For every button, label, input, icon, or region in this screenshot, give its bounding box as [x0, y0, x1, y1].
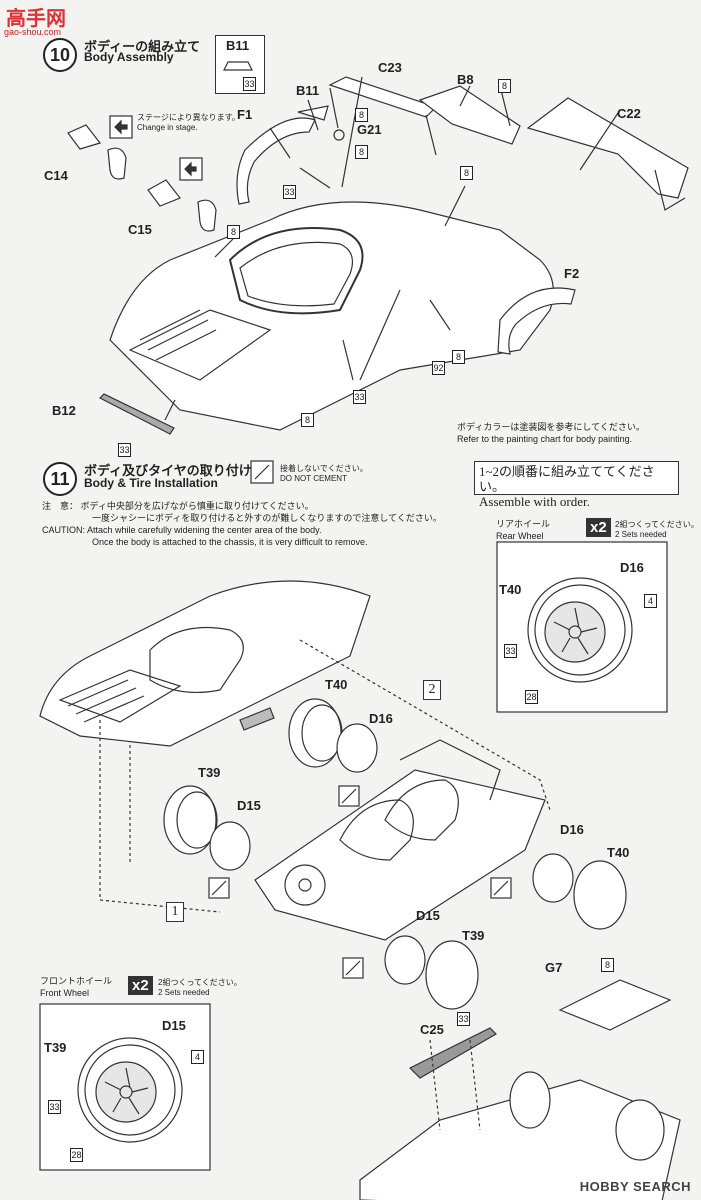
rear-wheel-title: リアホイール Rear Wheel — [496, 518, 550, 542]
part-label-c15: C15 — [128, 222, 152, 237]
caution-en-label: CAUTION: — [42, 525, 86, 535]
part-label-c22: C22 — [617, 106, 641, 121]
rear-x2-badge: x2 — [586, 518, 611, 537]
label-g7: G7 — [545, 960, 563, 975]
rear-num-4: 4 — [644, 594, 657, 608]
no-cement-note: 接着しないでください。 DO NOT CEMENT — [280, 464, 368, 484]
part-num-8: 8 — [301, 413, 314, 427]
part-num-8: 8 — [355, 108, 368, 122]
logo-text: 高手网 — [6, 8, 66, 30]
rear-wheel-en: Rear Wheel — [496, 531, 544, 541]
label-d15-left: D15 — [237, 798, 261, 813]
part-num-33: 33 — [243, 77, 256, 91]
order-note-en: Assemble with order. — [479, 494, 590, 509]
step-11-title-en: Body & Tire Installation — [84, 476, 218, 490]
rear-sets-jp: 2組つくってください。 — [615, 520, 699, 529]
rear-num-33: 33 — [504, 644, 517, 658]
b11-label: B11 — [226, 38, 250, 53]
part-label-g21: G21 — [357, 122, 382, 137]
step-10-title-jp: ボディーの組み立て — [84, 39, 201, 54]
part-label-b11-b: B11 — [296, 83, 320, 98]
front-num-28: 28 — [70, 1148, 83, 1162]
label-t40-right: T40 — [607, 845, 630, 860]
part-label-f2: F2 — [564, 266, 580, 281]
stage-note-en: Change in stage. — [137, 123, 198, 132]
step-10-title-en: Body Assembly — [84, 50, 174, 64]
step-11-badge: 11 — [43, 462, 77, 496]
part-num-8: 8 — [355, 145, 368, 159]
no-cement-en: DO NOT CEMENT — [280, 474, 347, 483]
front-wheel-en: Front Wheel — [40, 988, 90, 998]
part-num-8: 8 — [452, 350, 465, 364]
label-t39-left: T39 — [198, 765, 221, 780]
rear-wheel-jp: リアホイール — [496, 519, 551, 529]
front-x2-badge: x2 — [128, 976, 153, 995]
rear-sets-note: 2組つくってください。 2 Sets needed — [615, 520, 699, 540]
rear-sets-en: 2 Sets needed — [615, 530, 667, 539]
caution-block: 注 意： ボディ中央部分を広げながら慎重に取り付けてください。 一度シャシーにボ… — [42, 500, 482, 548]
front-wheel-jp: フロントホイール — [40, 976, 113, 986]
stage-note-jp: ステージにより異なります。 — [137, 113, 240, 122]
paint-note-jp: ボディカラーは塗装図を参考にしてください。 — [457, 422, 645, 432]
part-label-c14: C14 — [44, 168, 68, 183]
part-num-8: 8 — [460, 166, 473, 180]
part-num-8: 8 — [498, 79, 511, 93]
c25-num-33: 33 — [457, 1012, 470, 1026]
part-num-8: 8 — [227, 225, 240, 239]
label-c25: C25 — [420, 1022, 444, 1037]
paint-note: ボディカラーは塗装図を参考にしてください。 Refer to the paint… — [457, 421, 645, 445]
sequence-2-marker: 2 — [423, 680, 441, 700]
order-note-jp: 1~2の順番に組み立ててください。 — [479, 464, 655, 494]
step-11-title-jp: ボディ及びタイヤの取り付け — [84, 463, 252, 478]
front-sets-note: 2組つくってください。 2 Sets needed — [158, 978, 242, 998]
part-num-33: 33 — [283, 185, 296, 199]
rear-label-t40: T40 — [499, 582, 522, 597]
part-label-f1: F1 — [237, 107, 253, 122]
part-num-33: 33 — [353, 390, 366, 404]
sequence-1-marker: 1 — [166, 902, 184, 922]
part-label-b8: B8 — [457, 72, 474, 87]
caution-jp-label: 注 意： — [42, 501, 79, 511]
label-t39-bottom: T39 — [462, 928, 485, 943]
label-t40-top: T40 — [325, 677, 348, 692]
part-label-c23: C23 — [378, 60, 402, 75]
front-label-t39: T39 — [44, 1040, 67, 1055]
logo-url: gao-shou.com — [4, 27, 62, 37]
caution-en-2: Once the body is attached to the chassis… — [92, 537, 368, 547]
no-cement-jp: 接着しないでください。 — [280, 464, 368, 473]
caution-jp-1: ボディ中央部分を広げながら慎重に取り付けてください。 — [80, 501, 314, 511]
step-10-badge: 10 — [43, 38, 77, 72]
front-num-33: 33 — [48, 1100, 61, 1114]
front-sets-en: 2 Sets needed — [158, 988, 210, 997]
part-num-92: 92 — [432, 361, 445, 375]
part-num-33: 33 — [118, 443, 131, 457]
part-label-b12: B12 — [52, 403, 76, 418]
caution-jp-2: 一度シャシーにボディを取り付けると外すのが難しくなりますので注意してください。 — [92, 513, 442, 523]
label-d16-top: D16 — [369, 711, 393, 726]
stage-note: ステージにより異なります。 Change in stage. — [137, 113, 240, 133]
front-sets-jp: 2組つくってください。 — [158, 978, 242, 987]
site-logo: 高手网 gao-shou.com — [2, 0, 78, 40]
front-num-4: 4 — [191, 1050, 204, 1064]
rear-num-28: 28 — [525, 690, 538, 704]
watermark-bottom: HOBBY SEARCH — [579, 1179, 691, 1194]
rear-label-d16: D16 — [620, 560, 644, 575]
assembly-order-note: 1~2の順番に組み立ててください。 Assemble with order. — [474, 461, 679, 509]
front-wheel-title: フロントホイール Front Wheel — [40, 975, 112, 999]
front-label-d15: D15 — [162, 1018, 186, 1033]
label-d16-right: D16 — [560, 822, 584, 837]
caution-en-1: Attach while carefully widening the cent… — [87, 525, 322, 535]
label-d15-bottom: D15 — [416, 908, 440, 923]
paint-note-en: Refer to the painting chart for body pai… — [457, 434, 633, 444]
g7-num-8: 8 — [601, 958, 614, 972]
